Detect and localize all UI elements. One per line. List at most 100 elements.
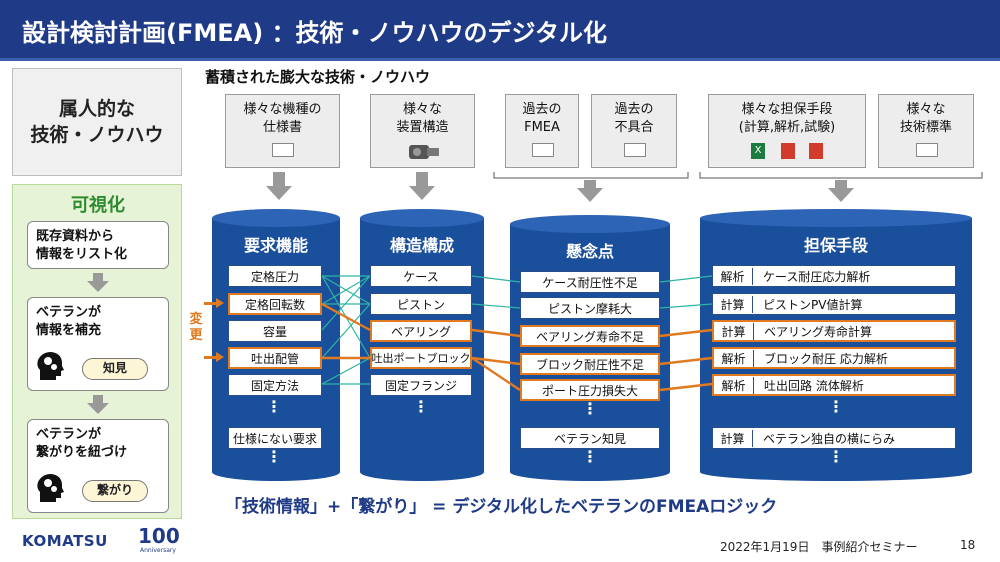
source-assurance-line-2: (計算,解析,試験) [738,120,836,135]
struct-item: ピストン [370,293,472,315]
source-standards-line-2: 技術標準 [899,120,952,135]
zokujin-line-2: 技術・ノウハウ [30,124,164,146]
sources-heading: 蓄積された膨大な技術・ノウハウ [205,68,431,86]
arrow-head-concern [577,188,603,202]
cylinder-structure [360,209,484,481]
document-icon [916,143,938,157]
assure-item: 計算 ベアリング寿命計算 [712,320,956,342]
assure-item: 解析 ケース耐圧応力解析 [712,265,956,287]
source-spec-line-1: 様々な機種の [243,102,322,117]
source-fmea-line-2: FMEA [524,120,560,135]
source-spec: 様々な機種の 仕様書 [225,94,340,168]
pill-tsunagari: 繋がり [82,480,148,502]
source-standards: 様々な 技術標準 [878,94,974,168]
col-title-requirements: 要求機能 [243,236,308,255]
pump-image-icon [409,145,439,159]
source-past-fmea: 過去の FMEA [505,94,579,168]
step1-line-2: 情報をリスト化 [36,247,128,262]
source-fmea-line-1: 過去の [522,102,562,117]
assure-item: 解析 吐出回路 流体解析 [712,374,956,396]
step-link-box: ベテランが 繋がりを紐づけ 繋がり [27,419,169,513]
source-defects-line-1: 過去の [614,102,654,117]
pdf-icon [781,143,795,159]
struct-item: ベアリング [370,320,472,342]
req-dots-2: ⋮ [266,447,282,466]
assure-type: 解析 [713,267,753,285]
page-number: 18 [960,538,976,552]
req-item: 定格圧力 [228,265,322,287]
source-assurance-means: 様々な担保手段 (計算,解析,試験) X [708,94,866,168]
bracket-assurance [699,172,983,179]
title-bar [0,0,1000,58]
step2-line-1: ベテランが [36,305,102,320]
komatsu-logo: KOMATSU [22,532,108,550]
kashika-panel: 可視化 既存資料から 情報をリスト化 ベテランが 情報を補充 知見 ベテランが … [12,184,182,519]
bottom-message: 「技術情報」+「繋がり」 = デジタル化したベテランのFMEAロジック [225,497,778,517]
col-title-structure: 構造構成 [389,236,454,255]
page-title: 設計検討計画(FMEA) ：技術・ノウハウのデジタル化 [22,19,608,47]
col-title-concerns: 懸念点 [565,242,614,261]
concern-extra: ベテラン知見 [520,427,660,449]
concern-dots-2: ⋮ [582,447,598,466]
assure-type: 解析 [714,349,754,367]
col-title-assurance: 担保手段 [803,236,868,255]
struct-dots: ⋮ [413,397,429,416]
anniversary-sub: Anniversary [140,547,176,554]
step-supplement-box: ベテランが 情報を補充 知見 [27,297,169,391]
assure-extra: 計算 ベテラン独自の横にらみ [712,427,956,449]
document-icon [272,143,294,157]
source-spec-line-2: 仕様書 [262,120,302,135]
arrow-head-req [266,186,292,200]
arrow-head-assure [828,188,854,202]
assure-item: 解析 ブロック耐圧 応力解析 [712,347,956,369]
step1-line-1: 既存資料から [36,229,115,244]
source-defects-line-2: 不具合 [614,120,654,135]
pdf-icon-2 [809,143,823,159]
source-standards-line-1: 様々な [906,102,946,117]
kashika-title: 可視化 [71,195,125,216]
req-extra: 仕様にない要求 [228,427,322,449]
zokujin-box: 属人的な 技術・ノウハウ [12,68,182,176]
title-rule [0,58,1000,61]
assure-desc: ブロック耐圧 応力解析 [764,351,888,366]
assure-item: 計算 ピストンPV値計算 [712,293,956,315]
arrow-head-struct [409,186,435,200]
assure-desc: ケース耐圧応力解析 [763,269,871,284]
req-item: 容量 [228,320,322,342]
assure-dots-2: ⋮ [828,447,844,466]
step-arrow-stem-1 [93,273,103,281]
bracket-concerns [493,172,689,179]
source-structure-line-1: 様々な [402,102,442,117]
assure-dots: ⋮ [828,397,844,416]
document-icon [532,143,554,157]
henko-arrows [204,298,224,362]
source-past-defects: 過去の 不具合 [591,94,677,168]
step-arrow-1 [87,281,109,292]
step3-line-2: 繋がりを紐づけ [36,445,128,460]
excel-icon: X [751,143,765,159]
step-arrow-stem-2 [93,395,103,403]
head-gears-icon [37,352,64,380]
link-lines-req-struct [321,275,371,385]
assure-type: 計算 [714,322,754,340]
document-icon [624,143,646,157]
assure-desc: ピストンPV値計算 [763,297,863,312]
arrow-stem-struct [416,172,428,186]
assure-type: 解析 [714,376,754,394]
step-arrow-2 [87,403,109,414]
concern-dots: ⋮ [582,399,598,418]
highlight-links [321,302,713,392]
struct-item: 固定フランジ [370,374,472,396]
concern-item: ベアリング寿命不足 [520,325,660,347]
link-lines-concern-assure [659,275,713,309]
req-item: 吐出配管 [228,347,322,369]
source-structure-line-2: 装置構造 [396,120,449,135]
concern-item: ポート圧力損失大 [520,379,660,401]
struct-item: 吐出ポートブロック [370,347,472,369]
struct-item: ケース [370,265,472,287]
assure-type: 計算 [713,429,753,447]
anniversary-logo: 100 [138,524,180,548]
assure-type: 計算 [713,295,753,313]
assure-desc: ベテラン独自の横にらみ [763,431,896,446]
assure-desc: ベアリング寿命計算 [764,324,873,339]
